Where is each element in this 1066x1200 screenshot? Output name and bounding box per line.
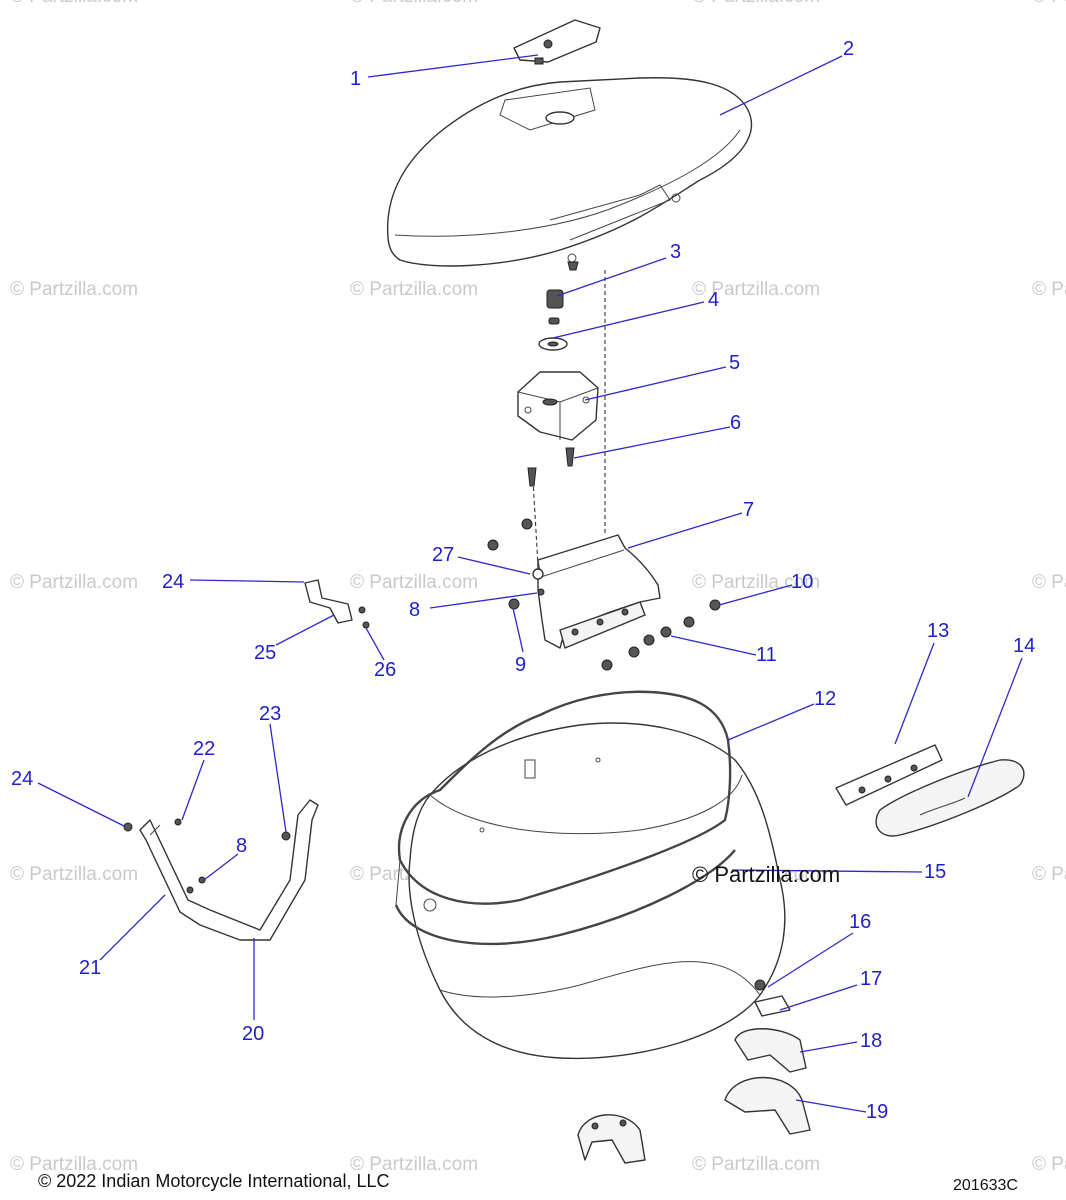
callout-20: 20 <box>242 1023 264 1045</box>
callout-21: 21 <box>79 957 101 979</box>
callout-24-upper: 24 <box>162 571 184 593</box>
callout-13: 13 <box>927 620 949 642</box>
watermark-text: © Partzilla.com <box>10 864 138 885</box>
watermark-text: © Partzilla.com <box>10 1154 138 1175</box>
callout-26: 26 <box>374 659 396 681</box>
callout-6: 6 <box>730 412 741 434</box>
callout-3: 3 <box>670 241 681 263</box>
callout-25: 25 <box>254 642 276 664</box>
watermark-text: © Partzilla.com <box>692 0 820 7</box>
callout-8-lower: 8 <box>236 835 247 857</box>
callout-10: 10 <box>791 571 813 593</box>
callout-18: 18 <box>860 1030 882 1052</box>
watermark-text: © Partzilla.com <box>692 1154 820 1175</box>
watermark-text: © Partzilla.com <box>692 279 820 300</box>
callout-1: 1 <box>350 68 361 90</box>
callout-22: 22 <box>193 738 215 760</box>
watermark-text: © Partzilla.com <box>1032 864 1066 885</box>
callout-19: 19 <box>866 1101 888 1123</box>
watermark-text: © Partzilla.com <box>1032 279 1066 300</box>
callout-17: 17 <box>860 968 882 990</box>
clamp-parts <box>577 979 811 1164</box>
watermark-text: © Partzilla.com <box>1032 1154 1066 1175</box>
badge-parts <box>835 744 1025 837</box>
callout-4: 4 <box>708 289 719 311</box>
center-watermark: © Partzilla.com <box>692 862 840 887</box>
callout-8-upper: 8 <box>409 599 420 621</box>
callout-9: 9 <box>515 654 526 676</box>
watermark-text: © Partzilla.com <box>350 0 478 7</box>
callout-14: 14 <box>1013 635 1035 657</box>
callout-27: 27 <box>432 544 454 566</box>
callout-12: 12 <box>814 688 836 710</box>
callout-15: 15 <box>924 861 946 883</box>
mount-bracket-parts <box>123 579 370 941</box>
lock-assembly <box>517 289 599 487</box>
watermark-text: © Partzilla.com <box>350 1154 478 1175</box>
watermark-text: © Partzilla.com <box>10 572 138 593</box>
lid-part <box>386 19 753 271</box>
hinge-plate-part <box>487 518 721 671</box>
callout-23: 23 <box>259 703 281 725</box>
callout-5: 5 <box>729 352 740 374</box>
callout-16: 16 <box>849 911 871 933</box>
watermark-text: © Partzilla.com <box>350 279 478 300</box>
watermark-text: © Partzilla.com <box>350 572 478 593</box>
watermark-text: © Partzilla.com <box>692 572 820 593</box>
callout-labels: 1 2 3 4 5 6 7 8 9 10 11 12 13 14 15 16 1… <box>11 38 1035 1123</box>
watermark-text: © Partzilla.com <box>1032 572 1066 593</box>
watermark-text: © Partzilla.com <box>10 0 138 7</box>
watermark-layer: © Partzilla.com © Partzilla.com © Partzill… <box>10 0 1066 1175</box>
callout-11: 11 <box>756 644 777 666</box>
watermark-text: © Partzilla.com <box>10 279 138 300</box>
callout-2: 2 <box>843 38 854 60</box>
callout-24-lower: 24 <box>11 768 33 790</box>
drawing-number: 201633C <box>953 1177 1018 1194</box>
copyright-footer: © 2022 Indian Motorcycle International, … <box>38 1171 389 1191</box>
saddlebag-body-part <box>394 690 786 1060</box>
callout-7: 7 <box>743 499 754 521</box>
watermark-text: © Partzilla.com <box>1032 0 1066 7</box>
leader-lines <box>37 54 1023 1113</box>
